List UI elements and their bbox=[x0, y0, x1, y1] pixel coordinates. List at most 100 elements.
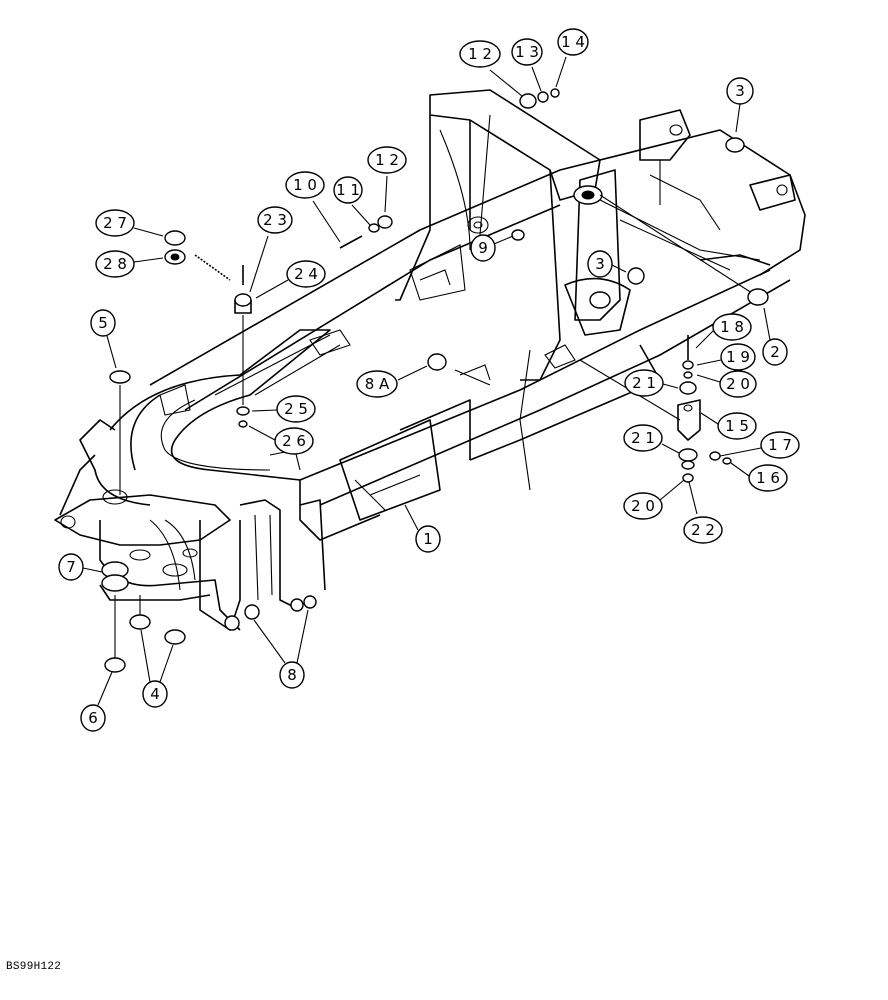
callout-5: 5 bbox=[90, 309, 116, 337]
callout-number: 1 1 bbox=[336, 181, 360, 199]
callout-13: 1 3 bbox=[511, 38, 543, 66]
callout-bubble bbox=[257, 206, 293, 234]
callout-number: 3 bbox=[595, 255, 605, 273]
callout-number: 1 9 bbox=[726, 348, 750, 366]
callout-bubble bbox=[279, 661, 305, 689]
callout-25: 2 5 bbox=[276, 395, 316, 423]
callout-number: 2 2 bbox=[691, 521, 715, 539]
callout-bubble bbox=[470, 234, 496, 262]
callout-number: 2 7 bbox=[103, 214, 127, 232]
callout-15: 1 5 bbox=[717, 412, 757, 440]
callout-14: 1 4 bbox=[557, 28, 589, 56]
callout-number: 2 1 bbox=[631, 429, 655, 447]
callout-12: 1 2 bbox=[459, 40, 501, 68]
callout-number: 1 2 bbox=[468, 45, 492, 63]
callout-8A: 8 A bbox=[356, 370, 398, 398]
callout-10: 1 0 bbox=[285, 171, 325, 199]
callout-number: 2 8 bbox=[103, 255, 127, 273]
callout-6: 6 bbox=[80, 704, 106, 732]
callout-12: 1 2 bbox=[367, 146, 407, 174]
callout-1: 1 bbox=[415, 525, 441, 553]
callout-number: 4 bbox=[150, 685, 160, 703]
callout-number: 1 3 bbox=[515, 43, 539, 61]
callout-19: 1 9 bbox=[720, 343, 756, 371]
callout-bubble bbox=[142, 680, 168, 708]
callout-20: 2 0 bbox=[623, 492, 663, 520]
main-frame-drawing bbox=[54, 89, 806, 631]
leader-lines bbox=[82, 56, 771, 706]
callout-number: 1 2 bbox=[375, 151, 399, 169]
callout-number: 3 bbox=[735, 82, 745, 100]
callout-bubble bbox=[95, 209, 135, 237]
callout-11: 1 1 bbox=[333, 176, 363, 204]
callout-number: 2 1 bbox=[632, 374, 656, 392]
callout-bubble bbox=[683, 516, 723, 544]
callout-7: 7 bbox=[58, 553, 84, 581]
callout-24: 2 4 bbox=[286, 260, 326, 288]
callout-bubble bbox=[587, 250, 613, 278]
callout-26: 2 6 bbox=[274, 427, 314, 455]
callout-number: 7 bbox=[66, 558, 76, 576]
callout-17: 1 7 bbox=[760, 431, 800, 459]
callout-bubble bbox=[459, 40, 501, 68]
callout-number: 6 bbox=[88, 709, 98, 727]
callout-bubble bbox=[95, 250, 135, 278]
callout-bubble bbox=[90, 309, 116, 337]
callout-bubble bbox=[623, 424, 663, 452]
callout-number: 1 8 bbox=[720, 318, 744, 336]
callout-number: 1 7 bbox=[768, 436, 792, 454]
callout-21: 2 1 bbox=[623, 424, 663, 452]
loose-parts-drawing bbox=[104, 88, 769, 673]
callout-bubble bbox=[511, 38, 543, 66]
callout-22: 2 2 bbox=[683, 516, 723, 544]
callout-number: 2 6 bbox=[282, 432, 306, 450]
callout-number: 2 0 bbox=[631, 497, 655, 515]
callout-bubble bbox=[726, 77, 754, 105]
callout-bubble bbox=[415, 525, 441, 553]
callout-bubble bbox=[760, 431, 800, 459]
callout-3: 3 bbox=[587, 250, 613, 278]
callout-bubble bbox=[762, 338, 788, 366]
figure-id-label: BS99H122 bbox=[6, 961, 62, 973]
callout-number: 8 A bbox=[365, 375, 390, 393]
callout-23: 2 3 bbox=[257, 206, 293, 234]
callout-number: 2 5 bbox=[284, 400, 308, 418]
callout-bubble bbox=[274, 427, 314, 455]
callout-16: 1 6 bbox=[748, 464, 788, 492]
callout-number: 1 4 bbox=[561, 33, 585, 51]
callout-bubble bbox=[624, 369, 664, 397]
callout-number: 1 bbox=[423, 530, 433, 548]
callout-20: 2 0 bbox=[719, 370, 757, 398]
callout-number: 1 5 bbox=[725, 417, 749, 435]
callout-bubble bbox=[285, 171, 325, 199]
callout-bubble bbox=[719, 370, 757, 398]
callout-bubble bbox=[748, 464, 788, 492]
callout-bubble bbox=[58, 553, 84, 581]
callout-4: 4 bbox=[142, 680, 168, 708]
callout-21: 2 1 bbox=[624, 369, 664, 397]
callout-number: 1 0 bbox=[293, 176, 317, 194]
callout-2: 2 bbox=[762, 338, 788, 366]
callout-number: 8 bbox=[287, 666, 297, 684]
callout-number: 1 6 bbox=[756, 469, 780, 487]
callout-27: 2 7 bbox=[95, 209, 135, 237]
callout-number: 2 0 bbox=[726, 375, 750, 393]
callout-28: 2 8 bbox=[95, 250, 135, 278]
callout-bubble bbox=[286, 260, 326, 288]
callout-number: 2 3 bbox=[263, 211, 287, 229]
callout-number: 9 bbox=[478, 239, 488, 257]
callout-bubble bbox=[717, 412, 757, 440]
callout-labels: 1 2 1 3 1 4 3 1 0 1 1 1 2 2 7 2 3 9 2 8 2 4 3 5 1 8 2 1 … bbox=[58, 28, 800, 732]
callout-bubble bbox=[333, 176, 363, 204]
callout-bubble bbox=[367, 146, 407, 174]
callout-number: 2 4 bbox=[294, 265, 318, 283]
callout-3: 3 bbox=[726, 77, 754, 105]
callout-bubble bbox=[80, 704, 106, 732]
callout-bubble bbox=[623, 492, 663, 520]
callout-bubble bbox=[276, 395, 316, 423]
callout-8: 8 bbox=[279, 661, 305, 689]
callout-number: 5 bbox=[98, 314, 108, 332]
callout-bubble bbox=[356, 370, 398, 398]
callout-bubble bbox=[720, 343, 756, 371]
